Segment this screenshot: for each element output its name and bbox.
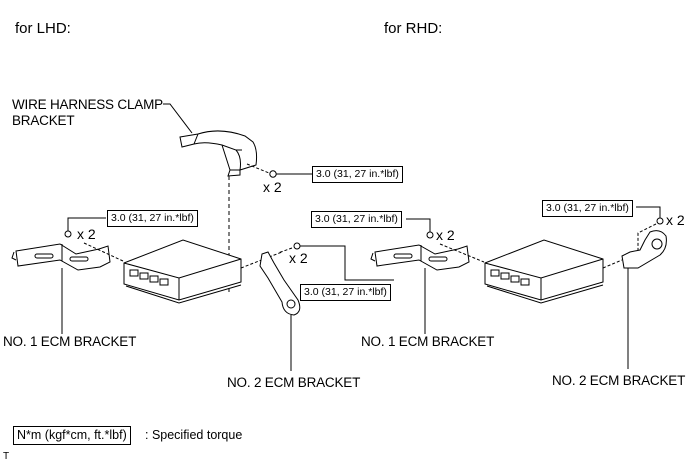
torque-spec-clamp-bolt: 3.0 (31, 27 in.*lbf) (312, 166, 403, 183)
no2-ecm-bracket-rhd-label: NO. 2 ECM BRACKET (552, 373, 686, 388)
no2-ecm-bracket-lhd-drawing (259, 251, 301, 316)
ecm-rhd-drawing (484, 239, 604, 304)
torque-spec-no2-lhd: 3.0 (31, 27 in.*lbf) (300, 284, 391, 301)
wire-harness-clamp-bracket-label-line2: BRACKET (12, 113, 75, 128)
lhd-heading: for LHD: (15, 20, 71, 37)
quantity-no2-lhd: x 2 (289, 250, 308, 266)
torque-unit-legend-box: N*m (kgf*cm, ft.*lbf) (13, 426, 131, 445)
torque-spec-no2-rhd: 3.0 (31, 27 in.*lbf) (542, 200, 633, 217)
torque-spec-no1-rhd: 3.0 (31, 27 in.*lbf) (311, 211, 402, 228)
ecm-lhd-drawing (123, 239, 242, 304)
torque-spec-no1-lhd: 3.0 (31, 27 in.*lbf) (107, 210, 198, 227)
quantity-no2-rhd: x 2 (666, 212, 685, 228)
no1-ecm-bracket-rhd-label: NO. 1 ECM BRACKET (361, 334, 495, 349)
wire-harness-clamp-bracket-label-line1: WIRE HARNESS CLAMP (12, 97, 163, 112)
footer-mark: T (3, 451, 10, 462)
wire-harness-clamp-bracket-drawing (179, 130, 258, 177)
no1-ecm-bracket-lhd-label: NO. 1 ECM BRACKET (3, 334, 137, 349)
no1-ecm-bracket-lhd-drawing (11, 243, 111, 271)
quantity-no1-lhd: x 2 (77, 226, 96, 242)
no2-ecm-bracket-lhd-label: NO. 2 ECM BRACKET (227, 375, 361, 390)
no2-ecm-bracket-rhd-drawing (621, 230, 667, 269)
torque-legend-description: : Specified torque (145, 428, 243, 442)
quantity-no1-rhd: x 2 (436, 227, 455, 243)
no1-ecm-bracket-rhd-drawing (370, 244, 470, 271)
quantity-clamp-bolt: x 2 (263, 179, 282, 195)
rhd-heading: for RHD: (384, 20, 443, 37)
